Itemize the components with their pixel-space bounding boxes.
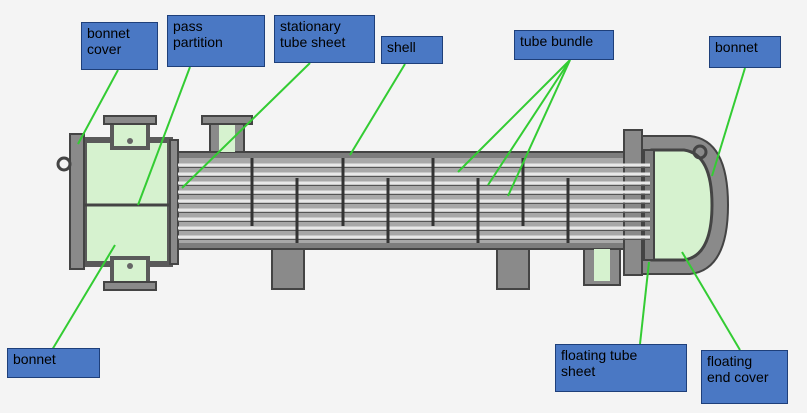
label-floating-tube-sheet: floating tube sheet — [555, 344, 687, 392]
label-bonnet-left: bonnet — [7, 348, 100, 378]
leader-line — [639, 261, 650, 345]
leader-line — [711, 67, 746, 177]
shell-nozzle-top-flange — [201, 115, 253, 125]
leader-line — [51, 244, 116, 351]
lifting-lug-right — [692, 144, 708, 160]
label-stationary-tube-sheet: stationary tube sheet — [274, 15, 375, 63]
leader-line — [77, 69, 119, 145]
nozzle-bottom-left-flange — [103, 281, 157, 291]
leader-line-group — [51, 59, 746, 351]
tube-bundle-group — [178, 163, 650, 240]
leader-line — [681, 251, 741, 351]
label-floating-end-cover: floating end cover — [701, 350, 788, 404]
shell-nozzle-bottom-right-inner — [594, 249, 610, 281]
leader-line — [457, 59, 571, 173]
lifting-lug-left — [56, 156, 72, 172]
support-saddle-left — [271, 248, 305, 290]
floating-end-cover — [650, 148, 714, 262]
support-saddle-right — [496, 248, 530, 290]
leader-line — [507, 59, 571, 197]
nozzle-bottom-left-bolt — [127, 263, 133, 269]
label-bonnet-right: bonnet — [709, 36, 781, 68]
label-pass-partition: pass partition — [167, 15, 265, 67]
stationary-tube-sheet-plate — [169, 139, 179, 265]
label-tube-bundle: tube bundle — [514, 30, 614, 60]
leader-line — [137, 66, 191, 206]
leader-line — [181, 62, 311, 189]
nozzle-top-left-flange — [103, 115, 157, 125]
nozzle-top-left-bolt — [127, 138, 133, 144]
baffle-group — [250, 158, 570, 243]
label-bonnet-cover: bonnet cover — [81, 22, 158, 70]
label-shell: shell — [381, 36, 443, 64]
leader-line — [487, 59, 571, 186]
floating-tube-sheet-plate — [643, 149, 655, 261]
bonnet-left-body — [81, 137, 173, 267]
shell-nozzle-top-inner — [219, 124, 235, 152]
leader-line — [349, 63, 406, 156]
bonnet-cover-plate — [69, 133, 85, 270]
